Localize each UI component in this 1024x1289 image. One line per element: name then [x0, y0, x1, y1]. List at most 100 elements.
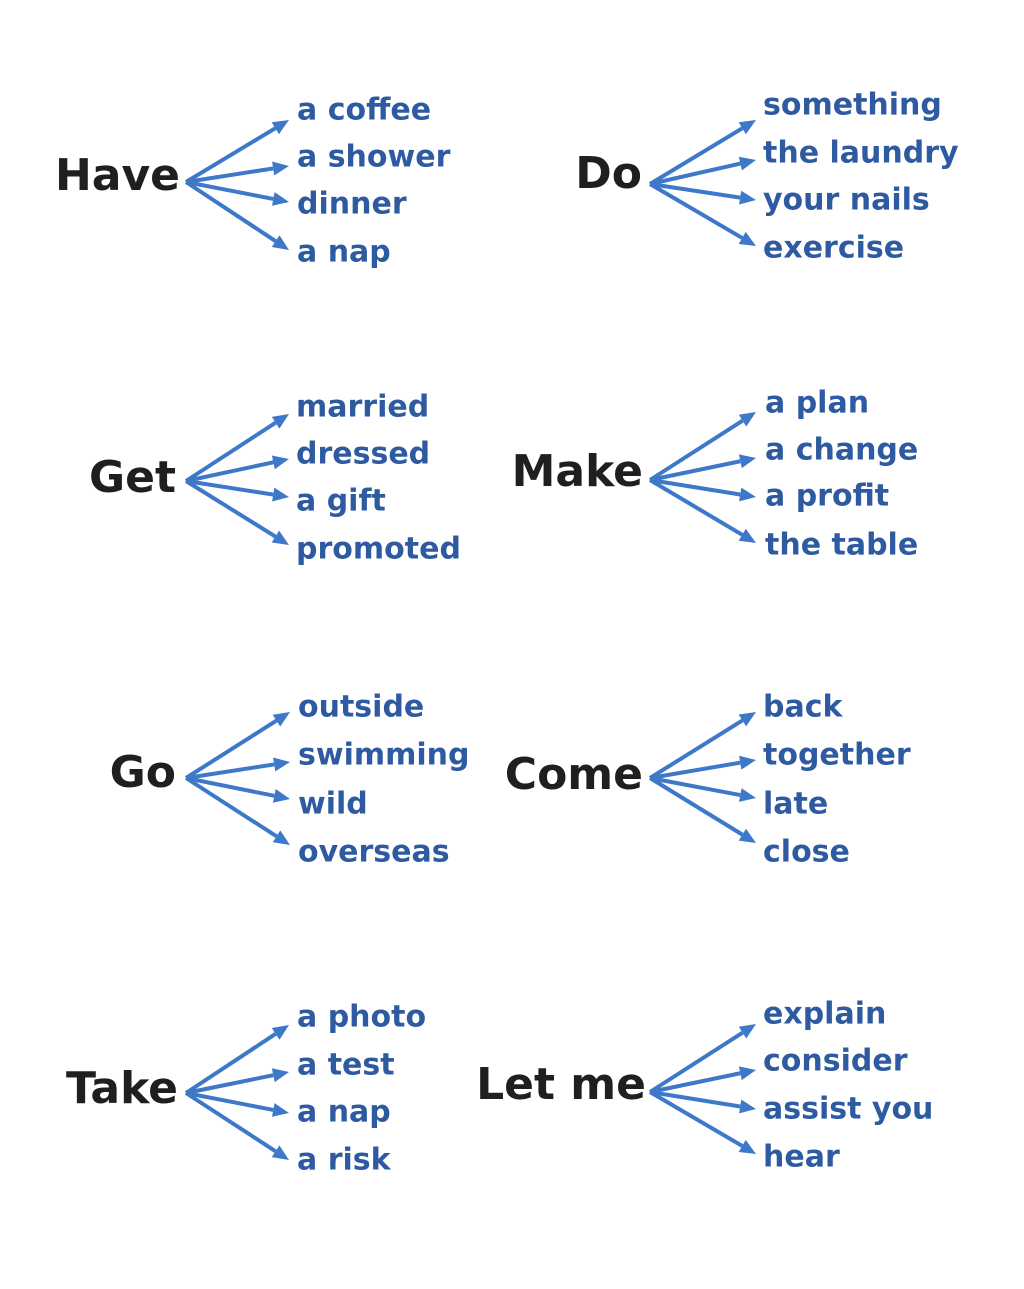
arrow-line: [184, 1091, 277, 1153]
verb-label: Have: [55, 150, 180, 201]
arrow-line: [185, 180, 274, 201]
collocation-item: consider: [763, 1044, 908, 1079]
arrow-line: [648, 418, 744, 482]
verb-group: Do something the laundry your nails exercise: [575, 88, 959, 266]
arrow-head-icon: [272, 712, 290, 727]
collocation-item: hear: [763, 1140, 840, 1175]
verb-label: Go: [110, 747, 176, 798]
arrow-head-icon: [739, 487, 756, 502]
arrow-line: [184, 180, 277, 243]
collocation-item: outside: [298, 690, 424, 725]
arrow-head-icon: [738, 712, 756, 727]
collocation-item: close: [763, 835, 850, 870]
arrow-head-icon: [739, 190, 756, 205]
arrow-line: [184, 479, 277, 539]
collocation-item: overseas: [298, 835, 450, 870]
arrow-line: [649, 760, 741, 780]
arrow-line: [185, 460, 274, 483]
arrow-line: [185, 1073, 274, 1095]
arrow-line: [185, 776, 275, 798]
arrow-line: [185, 762, 275, 780]
arrow-head-icon: [738, 412, 756, 427]
collocation-item: a photo: [297, 1000, 426, 1035]
arrow-head-icon: [272, 789, 290, 803]
collocation-item: a test: [297, 1048, 395, 1083]
collocation-item: promoted: [296, 532, 461, 567]
collocation-item: together: [763, 738, 911, 773]
arrow-head-icon: [738, 454, 756, 469]
verb-label: Come: [505, 749, 643, 800]
arrow-head-icon: [272, 192, 289, 206]
arrow-head-icon: [271, 1068, 289, 1083]
arrow-head-icon: [738, 828, 756, 843]
verb-group: Go outside swimming wild overseas: [110, 690, 470, 870]
collocation-item: your nails: [763, 183, 930, 218]
collocation-item: wild: [298, 787, 368, 822]
collocation-item: dinner: [297, 187, 407, 222]
collocation-item: married: [296, 390, 429, 425]
arrow-head-icon: [271, 120, 289, 135]
arrow-line: [185, 166, 274, 184]
verb-group: Take a photo a test a nap a risk: [66, 1000, 426, 1178]
collocation-item: explain: [763, 997, 886, 1032]
arrow-head-icon: [738, 1139, 756, 1154]
collocation-item: a coffee: [297, 93, 431, 128]
arrow-head-icon: [738, 231, 756, 246]
arrow-line: [649, 161, 741, 186]
collocation-item: late: [763, 787, 828, 822]
arrow-line: [648, 182, 744, 240]
arrow-head-icon: [271, 455, 289, 470]
verb-label: Get: [89, 452, 176, 503]
arrow-line: [648, 1030, 744, 1094]
collocation-item: a plan: [765, 386, 869, 421]
arrow-line: [184, 718, 278, 780]
verb-label: Do: [575, 148, 642, 199]
collocation-item: assist you: [763, 1092, 933, 1127]
verb-label: Let me: [476, 1059, 646, 1110]
collocation-item: swimming: [298, 738, 470, 773]
arrow-line: [184, 126, 277, 184]
verb-label: Take: [66, 1063, 178, 1114]
arrow-head-icon: [271, 235, 289, 250]
arrow-head-icon: [738, 120, 756, 135]
arrow-head-icon: [272, 487, 289, 502]
arrow-head-icon: [272, 830, 290, 845]
collocation-item: exercise: [763, 231, 904, 266]
verb-group: Come back together late close: [505, 690, 911, 870]
arrow-head-icon: [738, 528, 756, 543]
arrow-line: [184, 776, 278, 839]
verb-group: Let me explain consider assist you hear: [476, 997, 933, 1175]
verb-group: Make a plan a change a profit the table: [512, 386, 919, 563]
collocation-item: a risk: [297, 1143, 392, 1178]
arrow-head-icon: [271, 1145, 289, 1160]
verb-label: Make: [512, 446, 643, 497]
collocation-item: a gift: [296, 484, 386, 519]
collocation-item: back: [763, 690, 844, 725]
arrow-head-icon: [739, 755, 756, 770]
arrow-head-icon: [739, 788, 756, 802]
arrow-head-icon: [273, 757, 290, 772]
arrow-head-icon: [272, 1103, 289, 1117]
arrow-head-icon: [272, 161, 289, 176]
collocation-item: the laundry: [763, 136, 959, 171]
arrow-line: [648, 1090, 744, 1148]
arrow-line: [649, 182, 741, 200]
collocation-item: something: [763, 88, 942, 123]
arrow-head-icon: [738, 1066, 756, 1081]
arrow-line: [184, 421, 277, 483]
collocation-item: a nap: [297, 1095, 391, 1130]
collocation-item: a shower: [297, 140, 451, 175]
arrow-head-icon: [271, 1025, 289, 1040]
arrow-line: [649, 459, 741, 482]
arrow-line: [649, 1090, 741, 1109]
arrow-head-icon: [271, 530, 289, 545]
collocation-item: the table: [765, 528, 918, 563]
collocation-item: a profit: [765, 479, 889, 514]
collocation-item: a change: [765, 433, 918, 468]
arrow-line: [648, 478, 744, 537]
arrow-line: [649, 776, 741, 797]
arrow-line: [649, 478, 741, 497]
arrow-head-icon: [738, 156, 756, 171]
